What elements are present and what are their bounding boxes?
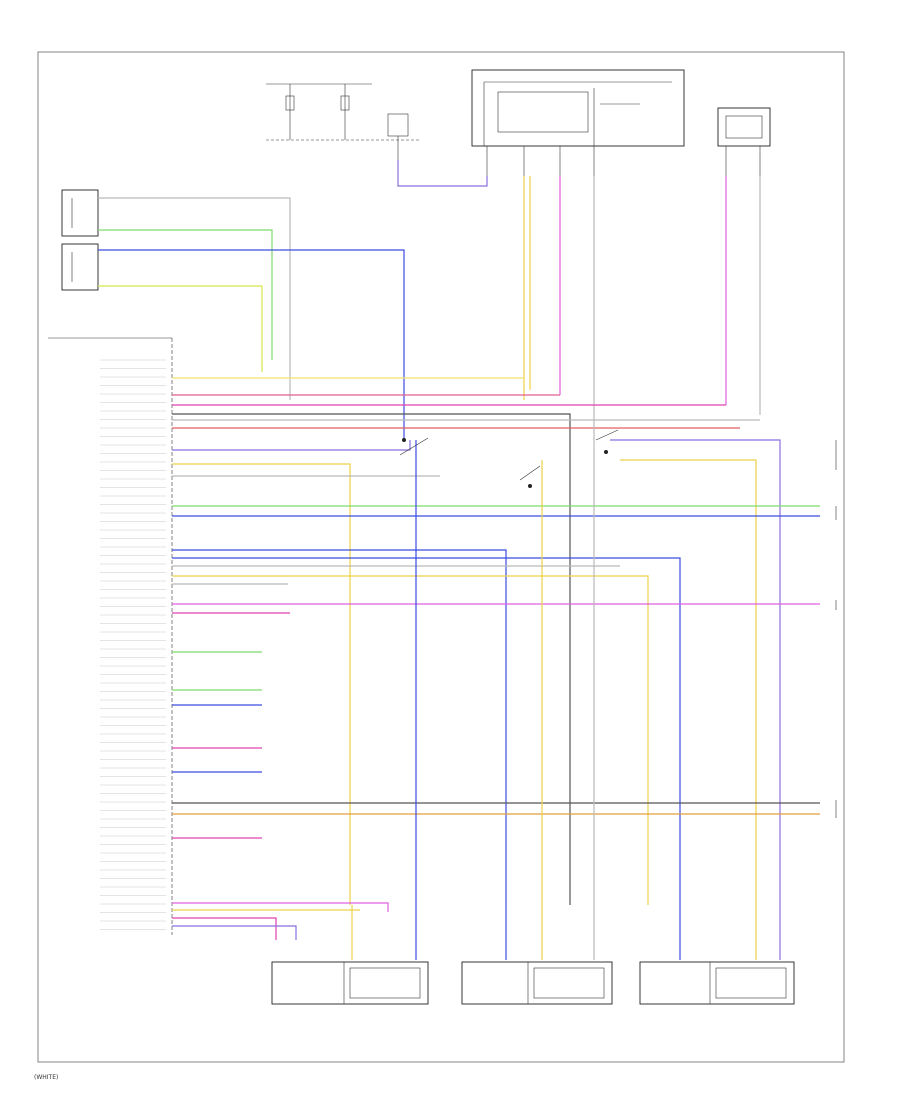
ground-splice-left [399,437,429,456]
wire-gray-sensor1 [98,197,291,400]
diagram-frame [37,51,845,1063]
wire-green-sensor [98,229,273,360]
wire-violet-row [172,440,411,451]
ground-splice-center [519,465,541,488]
wire-lime-sensor [98,285,263,372]
wire-yellow-lower [172,575,649,905]
wire-magenta-bottom [172,902,389,912]
wire-yellow-row2 [172,463,351,905]
wire-violet-right [610,439,781,905]
actuator-right [639,961,795,1005]
fuse-block [266,83,420,160]
hvac-control-module [471,69,685,180]
pin-label-rows [100,359,166,930]
actuator-left [271,961,429,1005]
wire-blue-top [397,160,488,187]
sunload-sensor [717,107,771,176]
left-temp-sensor-upper [61,189,99,237]
wire-violet-bottom [172,925,297,940]
ground-splice-right [595,429,619,454]
wire-black-row [172,413,571,905]
wire-blue-sensor [98,249,405,440]
left-temp-sensor-lower [61,243,99,291]
wire-pink-bottom [172,917,277,940]
wire-blue-lower2 [172,557,681,905]
footer-label: (WHITE) [34,1074,59,1081]
wire-blue-lower1 [172,549,507,905]
actuator-center [461,961,613,1005]
wire-yellow-right [620,459,757,905]
